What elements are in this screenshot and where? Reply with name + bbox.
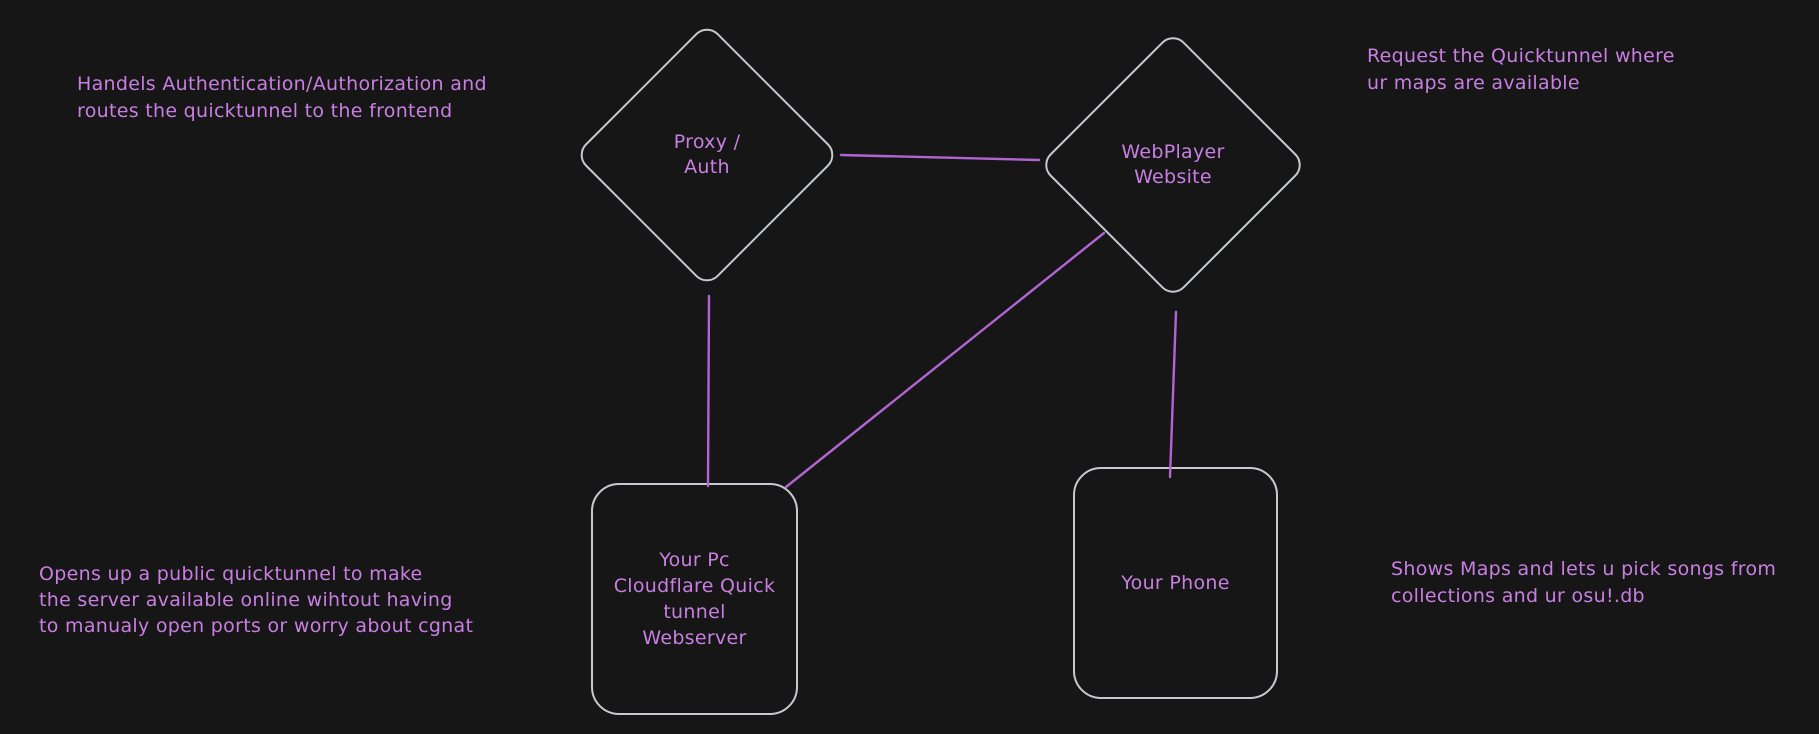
connector-proxy-to-pc[interactable] [706, 294, 711, 488]
node-your-pc-rectangle[interactable] [591, 483, 798, 715]
node-your-phone-rectangle[interactable] [1073, 467, 1278, 699]
connector-webplayer-to-pc[interactable] [784, 231, 1106, 489]
connector-webplayer-to-phone[interactable] [1168, 310, 1178, 479]
annotation-pc-note[interactable]: Opens up a public quicktunnel to make th… [39, 563, 474, 637]
annotation-webplayer-note[interactable]: Request the Quicktunnel where ur maps ar… [1367, 45, 1675, 94]
connector-proxy-to-webplayer[interactable] [839, 153, 1041, 162]
annotation-proxy-note[interactable]: Handels Authentication/Authorization and… [77, 73, 487, 122]
annotation-phone-note[interactable]: Shows Maps and lets u pick songs from co… [1391, 558, 1777, 607]
